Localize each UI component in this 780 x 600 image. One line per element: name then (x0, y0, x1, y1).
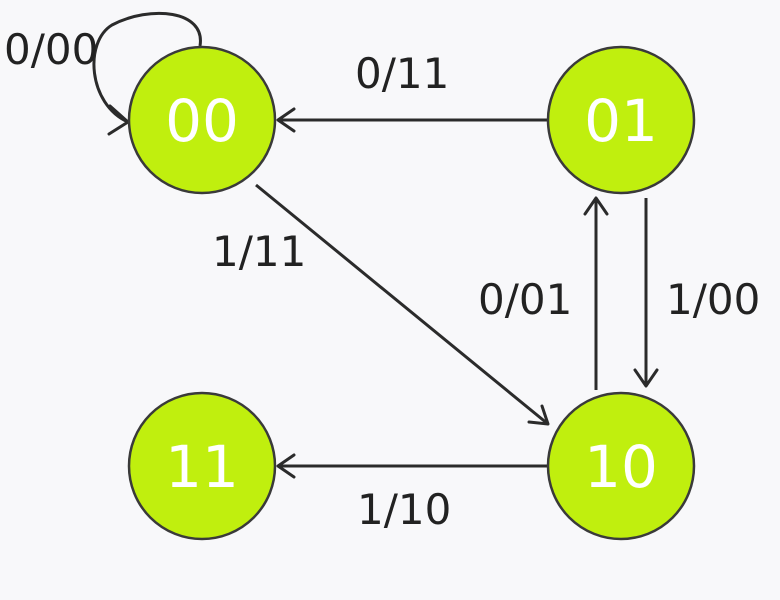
transition-10-to-11: 1/10 (276, 453, 548, 534)
edge-01-00-arrowhead (276, 107, 296, 133)
transition-label-0-01: 0/01 (478, 275, 572, 324)
state-10: 10 (546, 391, 696, 541)
transition-00-to-10: 1/11 (212, 183, 550, 426)
transition-01-to-10: 1/00 (633, 198, 760, 388)
state-11: 11 (127, 391, 277, 541)
transition-label-1-00: 1/00 (666, 275, 760, 324)
state-00-circle (127, 45, 277, 195)
transition-00-to-00: 0/00 (4, 11, 202, 136)
edge-10-01-arrowhead (583, 196, 609, 216)
state-11-label: 11 (165, 433, 239, 501)
transition-01-to-00: 0/11 (276, 49, 548, 133)
transition-label-1-11: 1/11 (212, 227, 306, 276)
transition-10-to-01: 0/01 (478, 196, 609, 390)
transition-label-0-11: 0/11 (355, 49, 449, 98)
edge-00-10-line (255, 183, 549, 426)
self-loop-00-line (92, 11, 202, 124)
edge-10-11-arrowhead (276, 453, 296, 479)
state-01-label: 01 (584, 87, 658, 155)
edge-01-10-arrowhead (633, 368, 659, 388)
state-00-label: 00 (165, 87, 239, 155)
transition-label-1-10: 1/10 (357, 485, 451, 534)
state-00: 00 (127, 45, 277, 195)
state-01-circle (546, 45, 696, 195)
state-11-circle (127, 391, 277, 541)
state-01: 01 (546, 45, 696, 195)
transition-label-0-00: 0/00 (4, 25, 98, 74)
state-10-circle (546, 391, 696, 541)
edge-00-10-arrowhead (527, 404, 550, 426)
state-10-label: 10 (584, 433, 658, 501)
